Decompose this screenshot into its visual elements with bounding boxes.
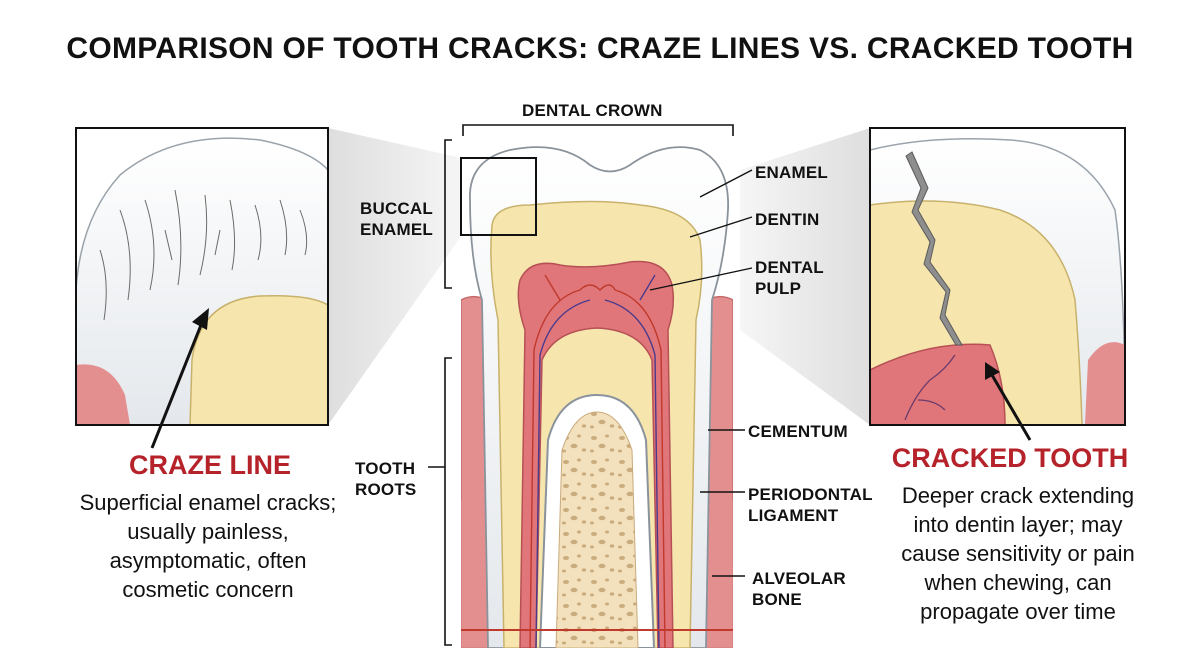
cracked-tooth-pointer bbox=[990, 374, 1032, 441]
buccal-bracket bbox=[444, 139, 452, 289]
left-zoom-fan bbox=[328, 128, 462, 425]
craze-line-closeup bbox=[76, 128, 328, 425]
label-dentin: DENTIN bbox=[755, 210, 820, 229]
label-cementum: CEMENTUM bbox=[748, 422, 848, 441]
tooth-cross-section bbox=[461, 146, 733, 648]
leader-lines bbox=[649, 169, 753, 577]
left-panel-frame bbox=[75, 127, 329, 426]
right-zoom-fan bbox=[740, 128, 870, 425]
cracked-tooth-description: Deeper crack extending into dentin layer… bbox=[901, 483, 1135, 624]
cracked-tooth-arrowhead bbox=[985, 362, 1000, 380]
pulp-vessels bbox=[529, 274, 666, 648]
cracked-tooth-closeup bbox=[870, 128, 1125, 425]
label-alveolar-bone: ALVEOLAR BONE bbox=[752, 569, 846, 609]
craze-line-arrowhead bbox=[192, 308, 209, 330]
label-dental-crown: DENTAL CROWN bbox=[522, 101, 663, 120]
crown-bracket bbox=[462, 124, 734, 136]
cracked-tooth-title: CRACKED TOOTH bbox=[891, 443, 1129, 473]
craze-lines bbox=[99, 189, 308, 321]
label-tooth-roots: TOOTH ROOTS bbox=[355, 459, 417, 499]
right-panel-frame bbox=[869, 127, 1126, 426]
label-periodontal-ligament: PERIODONTAL LIGAMENT bbox=[748, 485, 873, 525]
label-buccal-enamel: BUCCAL ENAMEL bbox=[360, 199, 433, 239]
crack-line bbox=[905, 151, 963, 346]
craze-line-description: Superficial enamel cracks; usually painl… bbox=[79, 490, 337, 602]
buccal-enamel-zoom-box bbox=[460, 157, 537, 236]
roots-bracket bbox=[444, 357, 452, 646]
craze-line-pointer bbox=[150, 319, 205, 449]
label-enamel: ENAMEL bbox=[755, 163, 828, 182]
label-dental-pulp: DENTAL PULP bbox=[755, 258, 824, 298]
diagram-title: COMPARISON OF TOOTH CRACKS: CRAZE LINES … bbox=[66, 32, 1134, 65]
craze-line-title: CRAZE LINE bbox=[129, 450, 291, 480]
